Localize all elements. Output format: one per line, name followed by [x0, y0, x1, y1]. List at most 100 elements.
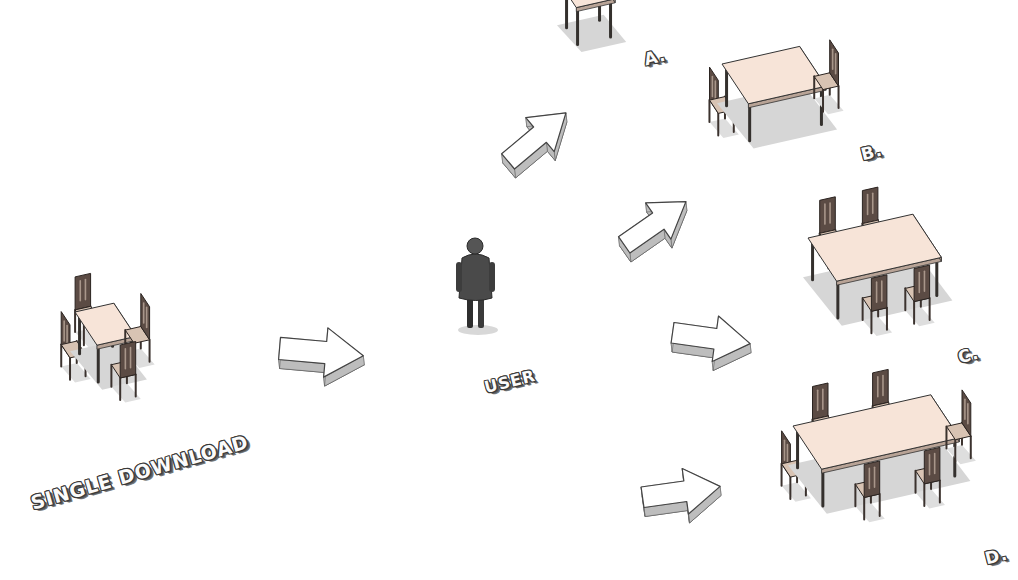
chair: [855, 461, 884, 522]
chair-leg: [879, 494, 881, 516]
figure-shadow: [458, 325, 498, 335]
chair-slat: [829, 203, 831, 223]
chair-leg: [870, 311, 872, 333]
arrow-face: [279, 328, 364, 377]
chair-slat: [874, 467, 876, 487]
chair: [814, 40, 843, 115]
chair-slat: [876, 282, 878, 302]
chair-slat: [872, 193, 874, 213]
chair-leg: [854, 484, 856, 506]
chair-slat: [929, 455, 931, 475]
chair-slat: [79, 281, 81, 301]
chair-back: [830, 40, 839, 86]
flow-arrow: [671, 316, 751, 371]
flow-arrow: [619, 202, 687, 262]
chair-back: [141, 294, 150, 340]
chair-leg: [915, 471, 917, 493]
chair-slat: [130, 348, 132, 368]
chair-leg: [886, 308, 888, 330]
chair-back: [871, 275, 887, 312]
option-label: D.: [983, 544, 1010, 569]
arrow-face: [641, 469, 720, 515]
chair-leg: [110, 365, 112, 387]
figure-arm: [456, 262, 462, 292]
chair-leg: [781, 464, 783, 486]
chair-leg: [954, 440, 956, 462]
arrow-group: [279, 113, 751, 523]
chair-back: [75, 273, 91, 310]
chair-slat: [822, 389, 824, 409]
chair-slat: [125, 349, 127, 369]
chair-slat: [787, 445, 789, 465]
chair: [863, 275, 893, 336]
option-label: C.: [955, 343, 980, 367]
chair-slat: [146, 307, 148, 327]
table-leg: [609, 0, 612, 37]
arrow-face: [502, 113, 566, 169]
source-label: SINGLE DOWNLOAD: [29, 430, 252, 513]
chair-slat: [824, 204, 826, 224]
chair-slat: [877, 377, 879, 397]
chair-leg: [822, 90, 824, 112]
chair-slat: [918, 272, 920, 292]
chair-back: [813, 383, 829, 420]
figure-arm: [489, 262, 495, 292]
figure-head: [467, 238, 483, 254]
table-top: [562, 0, 615, 8]
chair-slat: [869, 468, 871, 488]
chair-slat: [867, 194, 869, 214]
chair-leg: [939, 480, 941, 502]
figure-body: [459, 254, 492, 301]
chair-slat: [712, 77, 714, 97]
chair-slat: [85, 280, 87, 300]
chair-leg: [708, 100, 710, 122]
flow-arrow: [502, 113, 567, 178]
chair-slat: [143, 303, 145, 323]
option-label: A.: [642, 45, 668, 70]
chair-slat: [66, 325, 68, 345]
chair-slat: [964, 399, 966, 419]
chair-leg: [970, 436, 972, 458]
chair-leg: [923, 484, 925, 506]
chair-leg: [119, 378, 121, 400]
chair-back: [864, 461, 880, 498]
table-leg: [565, 0, 568, 28]
chair-slat: [817, 390, 819, 410]
chair-back: [914, 265, 930, 302]
chair-slat: [715, 81, 717, 101]
chair-leg: [863, 498, 865, 520]
chair-slat: [934, 454, 936, 474]
chair-leg: [862, 298, 864, 320]
chair-slat: [881, 281, 883, 301]
arrow-face: [671, 316, 750, 362]
chair-back: [962, 390, 971, 436]
chair: [916, 447, 946, 508]
chair-slat: [63, 321, 65, 341]
chair-leg: [60, 345, 62, 367]
chair-leg: [135, 374, 137, 396]
chair-leg: [838, 86, 840, 108]
chair-slat: [784, 440, 786, 460]
chair-slat: [882, 376, 884, 396]
chair-leg: [904, 288, 906, 310]
chair-leg: [813, 76, 815, 98]
user-label: USER: [483, 366, 538, 397]
chair-back: [862, 187, 878, 224]
option-label: B.: [859, 140, 885, 165]
table-top: [75, 303, 136, 345]
chair-back: [873, 369, 889, 406]
arrow-face: [619, 202, 686, 253]
flow-arrow: [641, 469, 721, 524]
chair: [946, 390, 975, 464]
chair-leg: [945, 426, 947, 448]
chair-back: [924, 447, 940, 484]
chair-leg: [789, 477, 791, 499]
chair-slat: [832, 49, 834, 69]
chair-leg: [69, 358, 71, 380]
table-top: [722, 46, 826, 103]
chair-back: [820, 197, 836, 234]
flow-arrow: [279, 328, 365, 386]
chair-slat: [967, 404, 969, 424]
